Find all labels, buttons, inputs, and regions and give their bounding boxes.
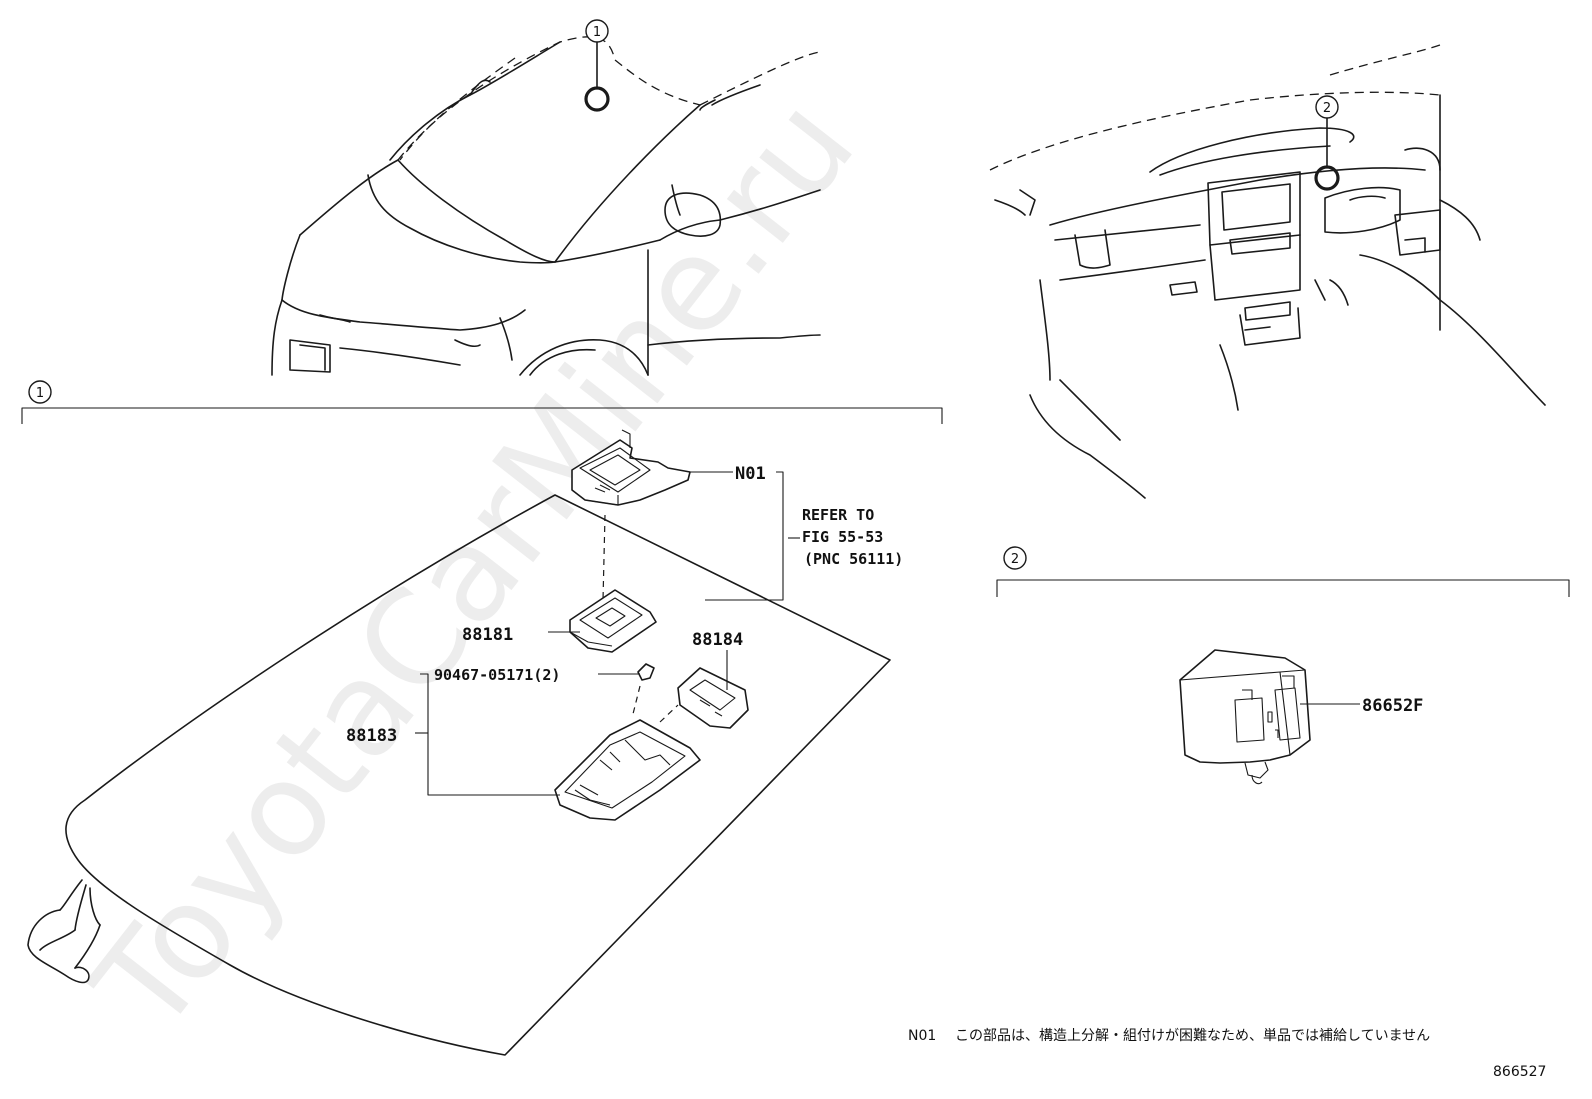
section-2-bracket: 2 <box>996 546 1570 597</box>
part-88184 <box>677 667 749 729</box>
label-88184: 88184 <box>692 630 743 650</box>
section-1-bracket: 1 <box>21 380 943 424</box>
label-90467: 90467-05171(2) <box>434 666 560 684</box>
label-88183: 88183 <box>346 726 397 746</box>
section-1-number: 1 <box>36 386 44 401</box>
label-refer-line3: (PNC 56111) <box>804 550 903 568</box>
label-refer-line2: FIG 55-53 <box>802 528 883 546</box>
callout-1-top: 1 <box>593 25 601 40</box>
dashboard-view: 2 <box>989 44 1546 499</box>
link-dash-3 <box>659 704 679 723</box>
link-dash-2 <box>631 685 641 719</box>
part-n01-bracket <box>571 429 691 506</box>
part-88183 <box>554 719 701 821</box>
footer-note-code: N01 <box>908 1028 936 1044</box>
part-90467-clip <box>637 663 655 681</box>
label-88181: 88181 <box>462 625 513 645</box>
link-dash-1 <box>602 514 606 601</box>
car-exterior-view: 1 <box>271 19 821 376</box>
section-2-number: 2 <box>1011 552 1019 567</box>
part-88181 <box>569 589 657 653</box>
label-86652f: 86652F <box>1362 696 1423 716</box>
footer-note-text: この部品は、構造上分解・組付けが困難なため、単品では補給していません <box>955 1028 1430 1044</box>
label-n01: N01 <box>735 464 766 484</box>
label-refer-line1: REFER TO <box>802 506 874 524</box>
leader-lines-1 <box>415 471 784 796</box>
part-86652f <box>1179 649 1311 785</box>
footer-note: N01 この部品は、構造上分解・組付けが困難なため、単品では補給していません 8… <box>908 1028 1546 1080</box>
callout-2-top: 2 <box>1323 101 1331 116</box>
figure-number: 866527 <box>1493 1064 1546 1080</box>
watermark-text: ToyotaCarMine.ru <box>64 71 884 1060</box>
watermark: ToyotaCarMine.ru <box>64 71 884 1060</box>
roof-headliner <box>27 494 891 1056</box>
